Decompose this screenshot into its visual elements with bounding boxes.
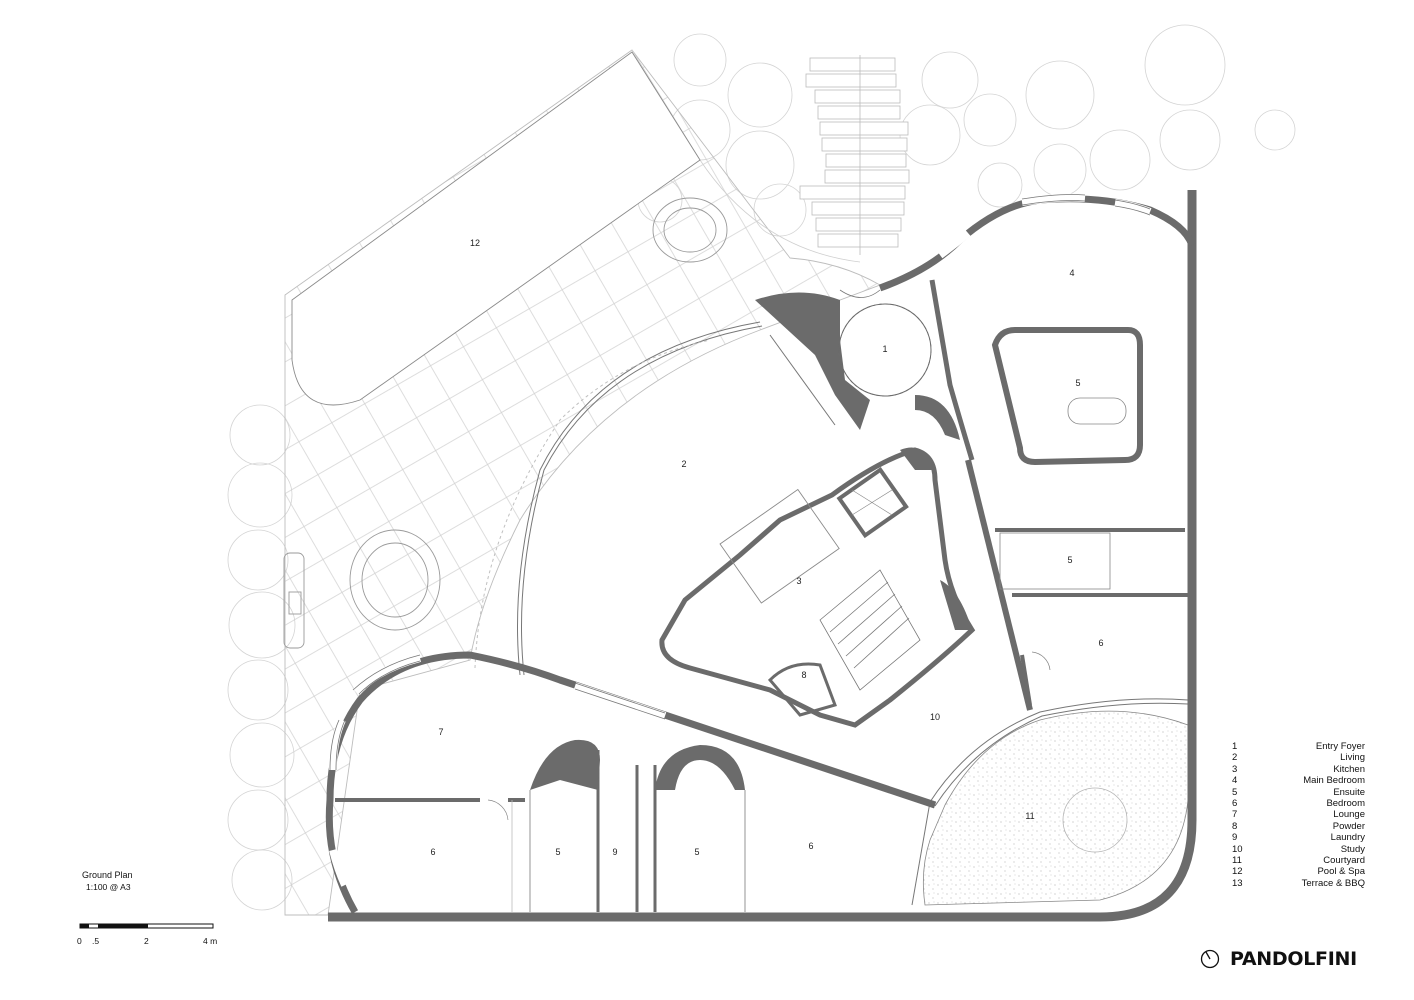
window-openings [329, 193, 1152, 887]
room-label-6-se: 6 [808, 841, 813, 851]
kitchen-core: 3 8 [659, 447, 976, 728]
legend-row: 8 Powder [1232, 821, 1365, 832]
room-label-6-east: 6 [1098, 638, 1103, 648]
room-label-11: 11 [1025, 811, 1034, 821]
room-label-6-sw: 6 [430, 847, 435, 857]
legend-row: 3 Kitchen [1232, 764, 1365, 775]
legend-name: Powder [1332, 820, 1365, 832]
courtyard-glazing [911, 698, 1189, 906]
scale-label-half: .5 [92, 936, 100, 946]
legend-name: Courtyard [1323, 855, 1365, 867]
legend-num: 12 [1232, 866, 1243, 878]
room-label-2: 2 [681, 459, 686, 469]
legend-name: Study [1340, 843, 1365, 855]
scale-label-2: 2 [144, 936, 149, 946]
legend-name: Pool & Spa [1317, 866, 1365, 878]
legend-num: 5 [1232, 786, 1238, 798]
room-label-4: 4 [1069, 268, 1074, 278]
legend-num: 4 [1232, 775, 1238, 787]
clock-circle-icon [1200, 949, 1220, 969]
legend-row: 10 Study [1232, 844, 1365, 855]
legend-row: 1 Entry Foyer [1232, 741, 1365, 752]
legend-row: 13 Terrace & BBQ [1232, 878, 1365, 889]
scale-bar [79, 923, 214, 929]
legend-num: 9 [1232, 832, 1238, 844]
planters [283, 197, 728, 649]
legend-num: 7 [1232, 809, 1238, 821]
legend-row: 11 Courtyard [1232, 855, 1365, 866]
study-wall [679, 717, 936, 808]
legend-num: 13 [1232, 877, 1243, 889]
main-walls [325, 190, 1197, 922]
brand-name: PANDOLFINI [1230, 948, 1357, 970]
south-wing: 6 5 9 5 6 [430, 739, 814, 912]
plan-title: Ground Plan [82, 870, 133, 880]
room-label-10: 10 [930, 712, 940, 722]
legend-name: Ensuite [1333, 786, 1365, 798]
room-label-5-sb: 5 [694, 847, 699, 857]
scale-label-0: 0 [77, 936, 82, 946]
stepping-stones [799, 55, 910, 255]
plan-scale: 1:100 @ A3 [86, 882, 131, 892]
legend-num: 3 [1232, 763, 1238, 775]
legend-num: 8 [1232, 820, 1238, 832]
entry-foyer: 1 [755, 289, 960, 440]
room-label-3: 3 [796, 576, 801, 586]
room-label-12: 12 [470, 238, 480, 248]
east-wing: 5 6 [999, 532, 1111, 671]
room-label-8: 8 [801, 670, 806, 680]
legend-row: 7 Lounge [1232, 809, 1365, 820]
scale-label-4: 4 m [203, 936, 218, 946]
legend-name: Bedroom [1326, 798, 1365, 810]
room-label-5-east: 5 [1067, 555, 1072, 565]
legend-num: 11 [1232, 855, 1242, 867]
room-label-7: 7 [438, 727, 443, 737]
legend-row: 2 Living [1232, 752, 1365, 763]
legend-name: Entry Foyer [1315, 741, 1365, 752]
legend-name: Laundry [1330, 832, 1365, 844]
legend-name: Main Bedroom [1303, 775, 1365, 787]
room-label-1: 1 [882, 344, 887, 354]
legend-num: 2 [1232, 752, 1238, 764]
courtyard: 11 [922, 710, 1189, 906]
legend-name: Lounge [1333, 809, 1365, 821]
legend-name: Kitchen [1333, 763, 1365, 775]
room-legend: 1 Entry Foyer 2 Living 3 Kitchen 4 Main Bedr… [1232, 741, 1365, 889]
legend-name: Terrace & BBQ [1301, 877, 1365, 889]
room-label-5: 5 [1075, 378, 1080, 388]
brand-logo: PANDOLFINI [1200, 948, 1357, 970]
room-label-5-sa: 5 [555, 847, 560, 857]
legend-num: 6 [1232, 798, 1238, 810]
legend-row: 9 Laundry [1232, 832, 1365, 843]
window-frames [329, 194, 1151, 771]
legend-num: 1 [1232, 741, 1238, 752]
room-label-9: 9 [612, 847, 617, 857]
legend-num: 10 [1232, 843, 1243, 855]
legend-row: 4 Main Bedroom [1232, 775, 1365, 786]
legend-row: 5 Ensuite [1232, 787, 1365, 798]
legend-name: Living [1340, 752, 1365, 764]
living-glazing [474, 321, 763, 676]
legend-row: 6 Bedroom [1232, 798, 1365, 809]
main-ensuite: 5 4 [991, 268, 1143, 466]
pool: 12 [291, 51, 701, 406]
legend-row: 12 Pool & Spa [1232, 866, 1365, 877]
